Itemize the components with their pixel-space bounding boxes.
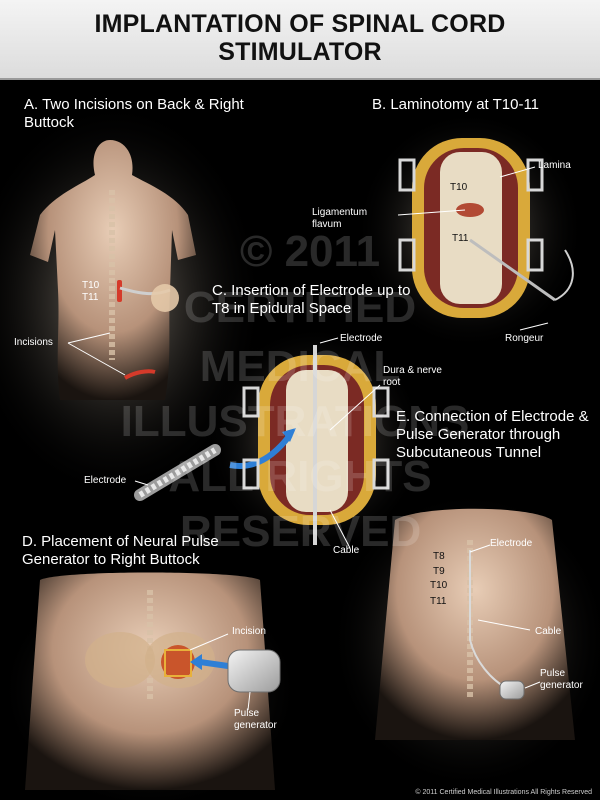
- copyright-notice: © 2011 Certified Medical Illustrations A…: [415, 789, 592, 796]
- watermark-line6: RESERVED: [180, 507, 422, 556]
- panel-a-title: A. Two Incisions on Back & Right Buttock: [24, 96, 244, 131]
- watermark-line4: ILLUSTRATIONS: [120, 397, 470, 446]
- panel-e-title: E. Connection of Electrode & Pulse Gener…: [396, 408, 589, 461]
- panel-a-t10-label: T10: [82, 280, 100, 291]
- panel-c-cable-label: Cable: [333, 545, 360, 556]
- panel-e-electrode-label: Electrode: [490, 538, 533, 549]
- panel-a-t11-label: T11: [82, 292, 99, 303]
- panel-b-lamina-label: Lamina: [538, 160, 571, 171]
- page-title-line2: STIMULATOR: [218, 38, 382, 66]
- watermark-line5: ALL RIGHTS: [168, 452, 432, 501]
- panel-c-electrode-label: Electrode: [340, 333, 383, 344]
- panel-e-t9-label: T9: [433, 566, 445, 577]
- panel-d-title: D. Placement of Neural Pulse Generator t…: [22, 533, 219, 568]
- panel-a-back-figure: [0, 100, 265, 500]
- panel-e-pulse-label: Pulse generator: [540, 668, 583, 691]
- page-title-line1: IMPLANTATION OF SPINAL CORD: [94, 10, 506, 38]
- panel-c-electrode-left-label: Electrode: [84, 475, 127, 486]
- panel-b-rongeur-label: Rongeur: [505, 333, 544, 344]
- panel-e-t11-label: T11: [430, 596, 447, 607]
- panel-b-t11-label: T11: [452, 233, 469, 244]
- panel-e-t8-label: T8: [433, 551, 445, 562]
- panel-e-t10-label: T10: [430, 580, 448, 591]
- title-banner: IMPLANTATION OF SPINAL CORD STIMULATOR: [0, 0, 600, 80]
- panel-b-title: B. Laminotomy at T10-11: [372, 96, 540, 113]
- panel-a-incisions-label: Incisions: [14, 337, 53, 348]
- panel-b-laminotomy: [355, 110, 585, 350]
- panel-c-electrode-insertion: [134, 325, 425, 555]
- panel-c-title: C. Insertion of Electrode up to T8 in Ep…: [212, 282, 411, 317]
- panel-b-t10-label: T10: [450, 182, 468, 193]
- watermark-line1: © 2011: [239, 227, 381, 276]
- watermark-line2: CERTIFIED: [183, 283, 417, 332]
- panel-e-cable-label: Cable: [535, 626, 562, 637]
- panel-d-incision-label: Incision: [232, 626, 266, 637]
- panel-d-pulse-label: Pulse generator: [234, 708, 277, 731]
- panel-e-tunnel: [330, 490, 600, 790]
- panel-b-ligamentum-label: Ligamentum flavum: [312, 207, 368, 230]
- panel-d-buttock: [0, 570, 300, 800]
- watermark-line3: MEDICAL: [199, 342, 401, 391]
- page-title: IMPLANTATION OF SPINAL CORD STIMULATOR: [0, 10, 600, 66]
- panel-c-dura-label: Dura & nerve root: [383, 365, 442, 388]
